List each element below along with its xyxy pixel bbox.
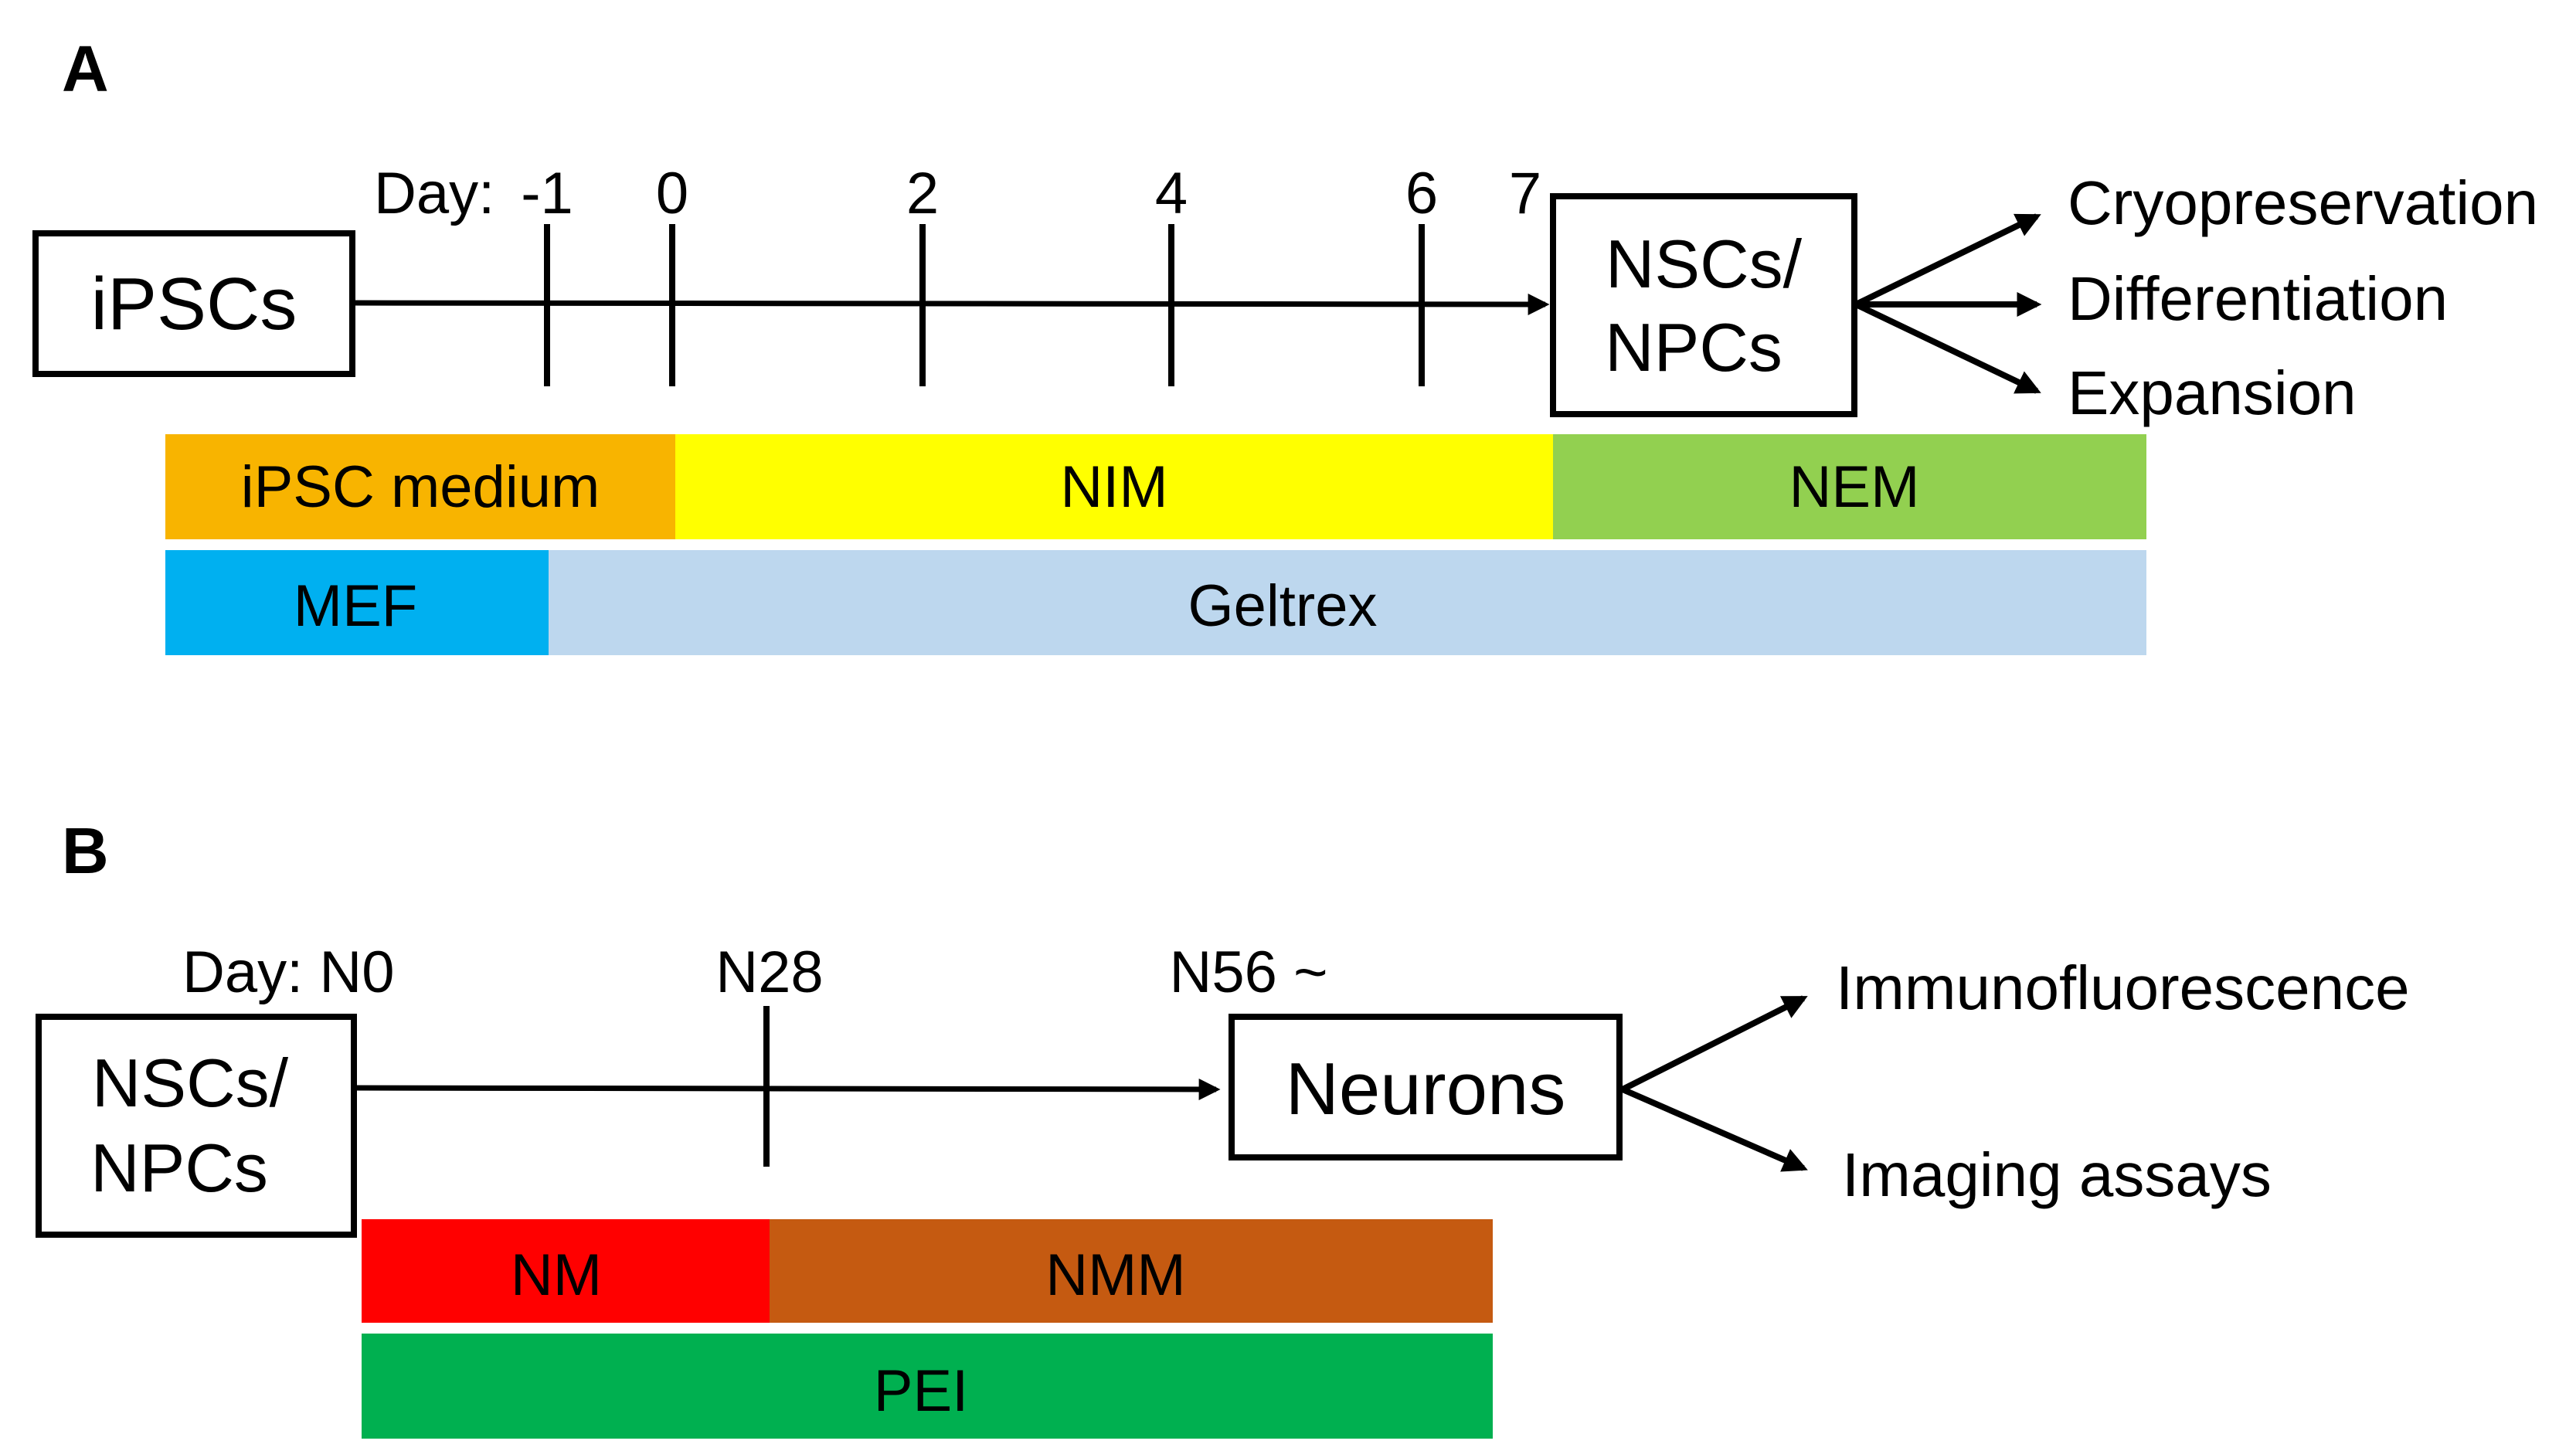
nscs-npcs-box-b [36,1014,357,1238]
ipscs-box [32,230,355,377]
neurons-box [1229,1014,1623,1160]
substrate-bar-mef [165,550,549,655]
tick-label-day-6: 6 [1405,161,1438,226]
tick-label-day-7: 7 [1509,161,1541,226]
output-arrow [1621,1086,1808,1172]
output-arrow [1621,995,1808,1092]
nscs-npcs-box-line1: NSCs/ [1606,226,1803,302]
output-label-imaging-assays: Imaging assays [1842,1140,2272,1209]
output-arrow [1854,301,2041,394]
panel-a-letter: A [62,32,109,105]
day-prefix-label: Day: [374,161,494,226]
substrate-bar-geltrex [549,550,2146,655]
medium-bar-nem-label: NEM [1789,454,1920,520]
substrate-bar-geltrex-label: Geltrex [1188,573,1378,639]
medium-bar-ipsc-label: iPSC medium [241,454,600,520]
nscs-npcs-box-b-line1: NSCs/ [92,1045,289,1121]
tick-label-day-n28: N28 [715,940,823,1005]
medium-bar-nim [675,434,1553,539]
tick-label-day-minus1: -1 [521,161,573,226]
substrate-bar-pei-label: PEI [874,1358,969,1424]
tick-label-day-2: 2 [906,161,939,226]
ipscs-box-label: iPSCs [91,263,297,345]
medium-bar-nem [1553,434,2146,539]
output-label-cryopreservation: Cryopreservation [2068,168,2538,237]
output-label-immunofluorescence: Immunofluorescence [1836,953,2410,1022]
nscs-npcs-box-line2: NPCs [1605,309,1782,386]
medium-bar-nim-label: NIM [1060,454,1167,520]
substrate-bar-mef-label: MEF [294,573,417,639]
medium-bar-nm [362,1219,770,1323]
output-label-differentiation: Differentiation [2068,264,2448,333]
nscs-npcs-box-b-line2: NPCs [90,1130,268,1206]
panel-a: A Day: -1 0 2 4 6 7 iPSCs NSCs/ NPCs Cry… [32,32,2538,655]
medium-bar-ipsc [165,434,675,539]
medium-bar-nmm-label: NMM [1045,1242,1186,1308]
tick-label-day-0: 0 [656,161,688,226]
panel-b-letter: B [62,814,109,887]
neurons-box-label: Neurons [1286,1048,1566,1130]
timeline-arrow-a [352,293,1550,315]
timeline-arrow-b [353,1078,1221,1100]
medium-bar-nmm [770,1219,1493,1323]
tick-label-day-4: 4 [1155,161,1188,226]
output-label-expansion: Expansion [2068,359,2357,427]
panel-b: B Day: N0 N28 N56 ~ NSCs/ NPCs Neurons I… [36,814,2410,1439]
output-arrow [1854,213,2041,308]
tick-label-day-n56: N56 ~ [1170,940,1328,1005]
medium-bar-nm-label: NM [511,1242,602,1308]
nscs-npcs-box [1550,193,1857,417]
tick-label-day-n0: Day: N0 [182,940,395,1005]
substrate-bar-pei [362,1334,1493,1439]
